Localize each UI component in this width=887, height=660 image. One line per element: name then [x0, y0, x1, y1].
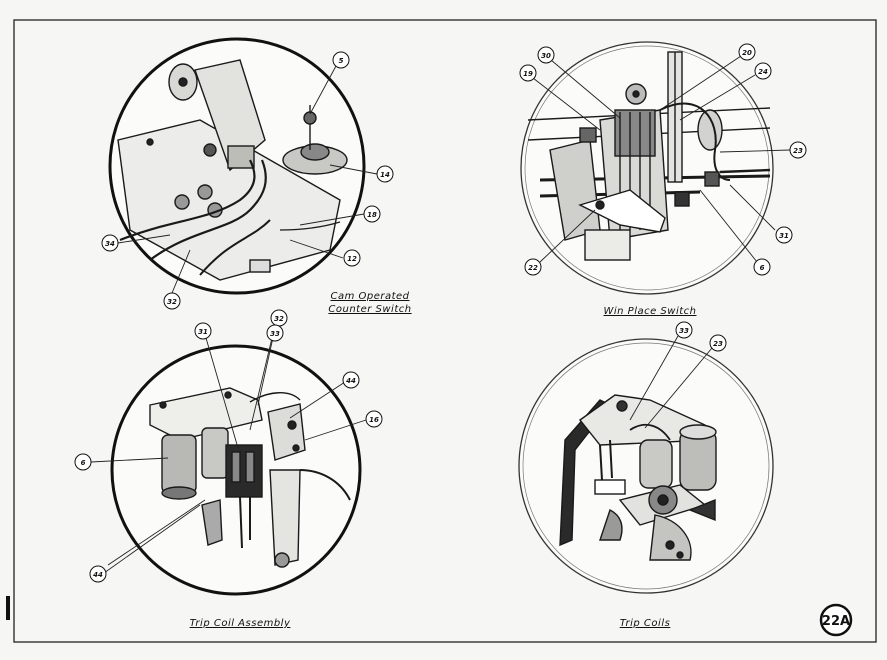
callout-34: 34 — [101, 234, 119, 252]
callout-19: 19 — [519, 64, 537, 82]
caption-trip-coil-assembly: Trip Coil Assembly — [189, 618, 291, 629]
svg-text:12: 12 — [347, 255, 357, 263]
svg-text:6: 6 — [760, 264, 765, 272]
caption-win-place-switch: Win Place Switch — [603, 306, 697, 317]
svg-text:44: 44 — [93, 571, 103, 579]
svg-text:18: 18 — [367, 211, 377, 219]
svg-text:44: 44 — [346, 377, 356, 385]
svg-text:22: 22 — [528, 264, 538, 272]
callout-20: 20 — [738, 43, 756, 61]
svg-text:30: 30 — [541, 52, 551, 60]
callout-12: 12 — [343, 249, 361, 267]
callout-5: 5 — [332, 51, 350, 69]
assembly-drawing — [149, 387, 351, 568]
callout-6: 6 — [753, 258, 771, 276]
page-number-badge: 22A — [819, 603, 853, 637]
switch-drawing — [117, 59, 348, 281]
svg-text:20: 20 — [742, 49, 752, 57]
panel-cam-counter-switch: 5 14 18 12 34 32 — [101, 37, 394, 310]
callout-33: 33 — [675, 321, 693, 339]
svg-text:31: 31 — [198, 328, 208, 336]
svg-text:22A: 22A — [822, 614, 850, 629]
page-border — [13, 19, 877, 643]
callout-32: 32 — [270, 309, 288, 327]
callout-18: 18 — [363, 205, 381, 223]
callout-leader-lines — [90, 323, 367, 574]
callout-24: 24 — [754, 62, 772, 80]
svg-text:19: 19 — [523, 70, 533, 78]
coils-drawing — [559, 394, 717, 561]
callout-44: 44 — [342, 371, 360, 389]
callout-leader-lines — [532, 55, 791, 263]
switch-drawing — [527, 51, 771, 261]
callout-23: 23 — [709, 334, 727, 352]
callout-leader-lines — [629, 335, 713, 429]
panel-trip-coil-assembly: 31 32 33 44 16 6 44 — [74, 309, 383, 596]
callout-23: 23 — [789, 141, 807, 159]
callout-30: 30 — [537, 46, 555, 64]
svg-text:24: 24 — [758, 68, 768, 76]
binding-mark — [6, 596, 10, 620]
svg-text:6: 6 — [81, 459, 86, 467]
caption-trip-coils: Trip Coils — [619, 618, 671, 629]
panel-win-place-switch: 19 30 20 24 23 31 6 22 — [519, 41, 807, 295]
callout-31: 31 — [775, 226, 793, 244]
svg-text:14: 14 — [380, 171, 390, 179]
svg-text:33: 33 — [270, 330, 280, 338]
callout-33: 33 — [266, 324, 284, 342]
panel-trip-coils: 33 23 — [518, 321, 774, 594]
svg-text:34: 34 — [105, 240, 115, 248]
svg-text:31: 31 — [779, 232, 789, 240]
caption-cam-operated-counter-switch: Cam Operated Counter Switch — [328, 291, 412, 315]
svg-text:32: 32 — [167, 298, 177, 306]
svg-text:16: 16 — [369, 416, 379, 424]
svg-text:5: 5 — [339, 57, 344, 65]
callout-14: 14 — [376, 165, 394, 183]
svg-text:23: 23 — [713, 340, 723, 348]
svg-text:33: 33 — [679, 327, 689, 335]
callout-22: 22 — [524, 258, 542, 276]
svg-text:23: 23 — [793, 147, 803, 155]
callout-32: 32 — [163, 292, 181, 310]
callout-31: 31 — [194, 322, 212, 340]
callout-leader-lines — [117, 65, 378, 294]
callout-44: 44 — [89, 565, 107, 583]
callout-16: 16 — [365, 410, 383, 428]
callout-6: 6 — [74, 453, 92, 471]
svg-text:32: 32 — [274, 315, 284, 323]
